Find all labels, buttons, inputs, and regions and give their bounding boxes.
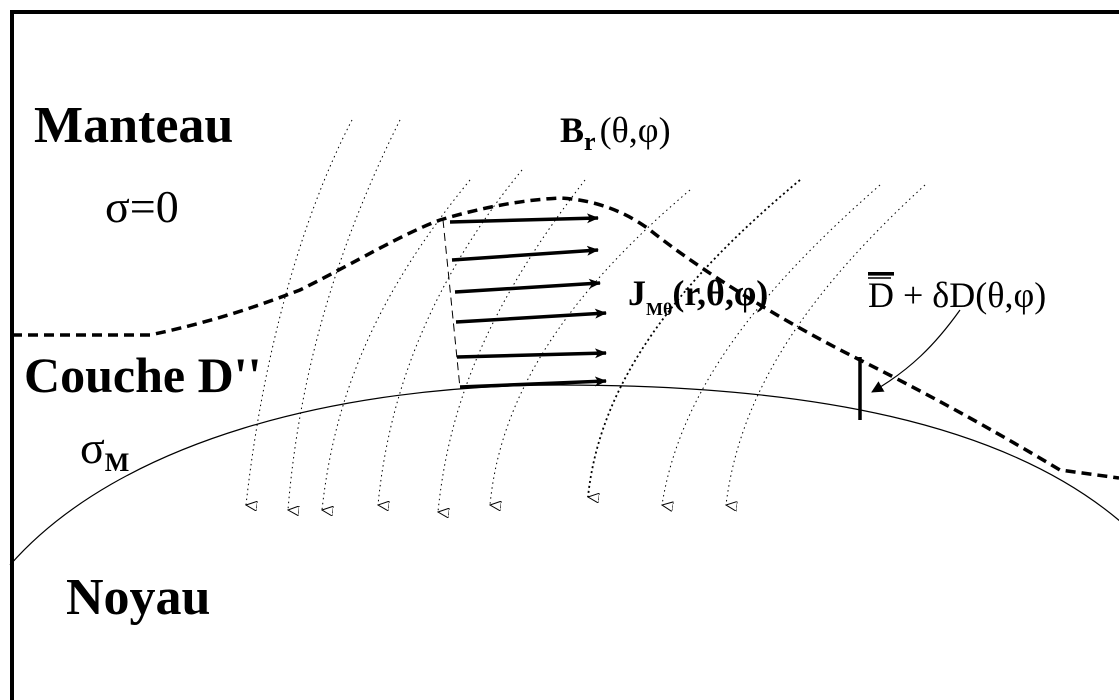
current-arrows	[449, 213, 607, 389]
core-boundary	[9, 384, 1119, 566]
current-arrow	[455, 308, 607, 324]
layer-conductivity-label: σM	[80, 422, 129, 477]
field-line	[288, 119, 401, 510]
field-line	[322, 179, 471, 510]
layer-top-boundary	[12, 196, 1119, 480]
field-line	[662, 184, 881, 505]
thickness-label: D + δD(θ,φ)	[868, 275, 1046, 315]
current-arrow	[451, 245, 599, 262]
frame	[10, 10, 1119, 700]
current-arrow	[459, 376, 607, 389]
core-label: Noyau	[66, 569, 210, 626]
field-line	[588, 179, 801, 497]
field-lines	[246, 119, 926, 512]
mantle-label: Manteau	[34, 97, 233, 154]
current-arrow	[454, 278, 601, 294]
current-label: JMθ(r,θ,φ)	[628, 273, 768, 319]
field-line	[246, 119, 353, 505]
thickness-base: D	[868, 275, 894, 315]
current-zone-edge	[442, 219, 461, 389]
field-label: Br(θ,φ)	[560, 110, 671, 156]
field-line	[438, 179, 586, 512]
field-line	[490, 189, 691, 505]
thickness-pointer	[871, 309, 961, 393]
layer-label: Couche D''	[24, 347, 262, 403]
current-arrow	[456, 348, 607, 359]
current-arrow	[449, 213, 599, 224]
field-line	[726, 184, 926, 505]
mantle-conductivity-label: σ=0	[105, 181, 179, 232]
field-line	[378, 169, 523, 505]
